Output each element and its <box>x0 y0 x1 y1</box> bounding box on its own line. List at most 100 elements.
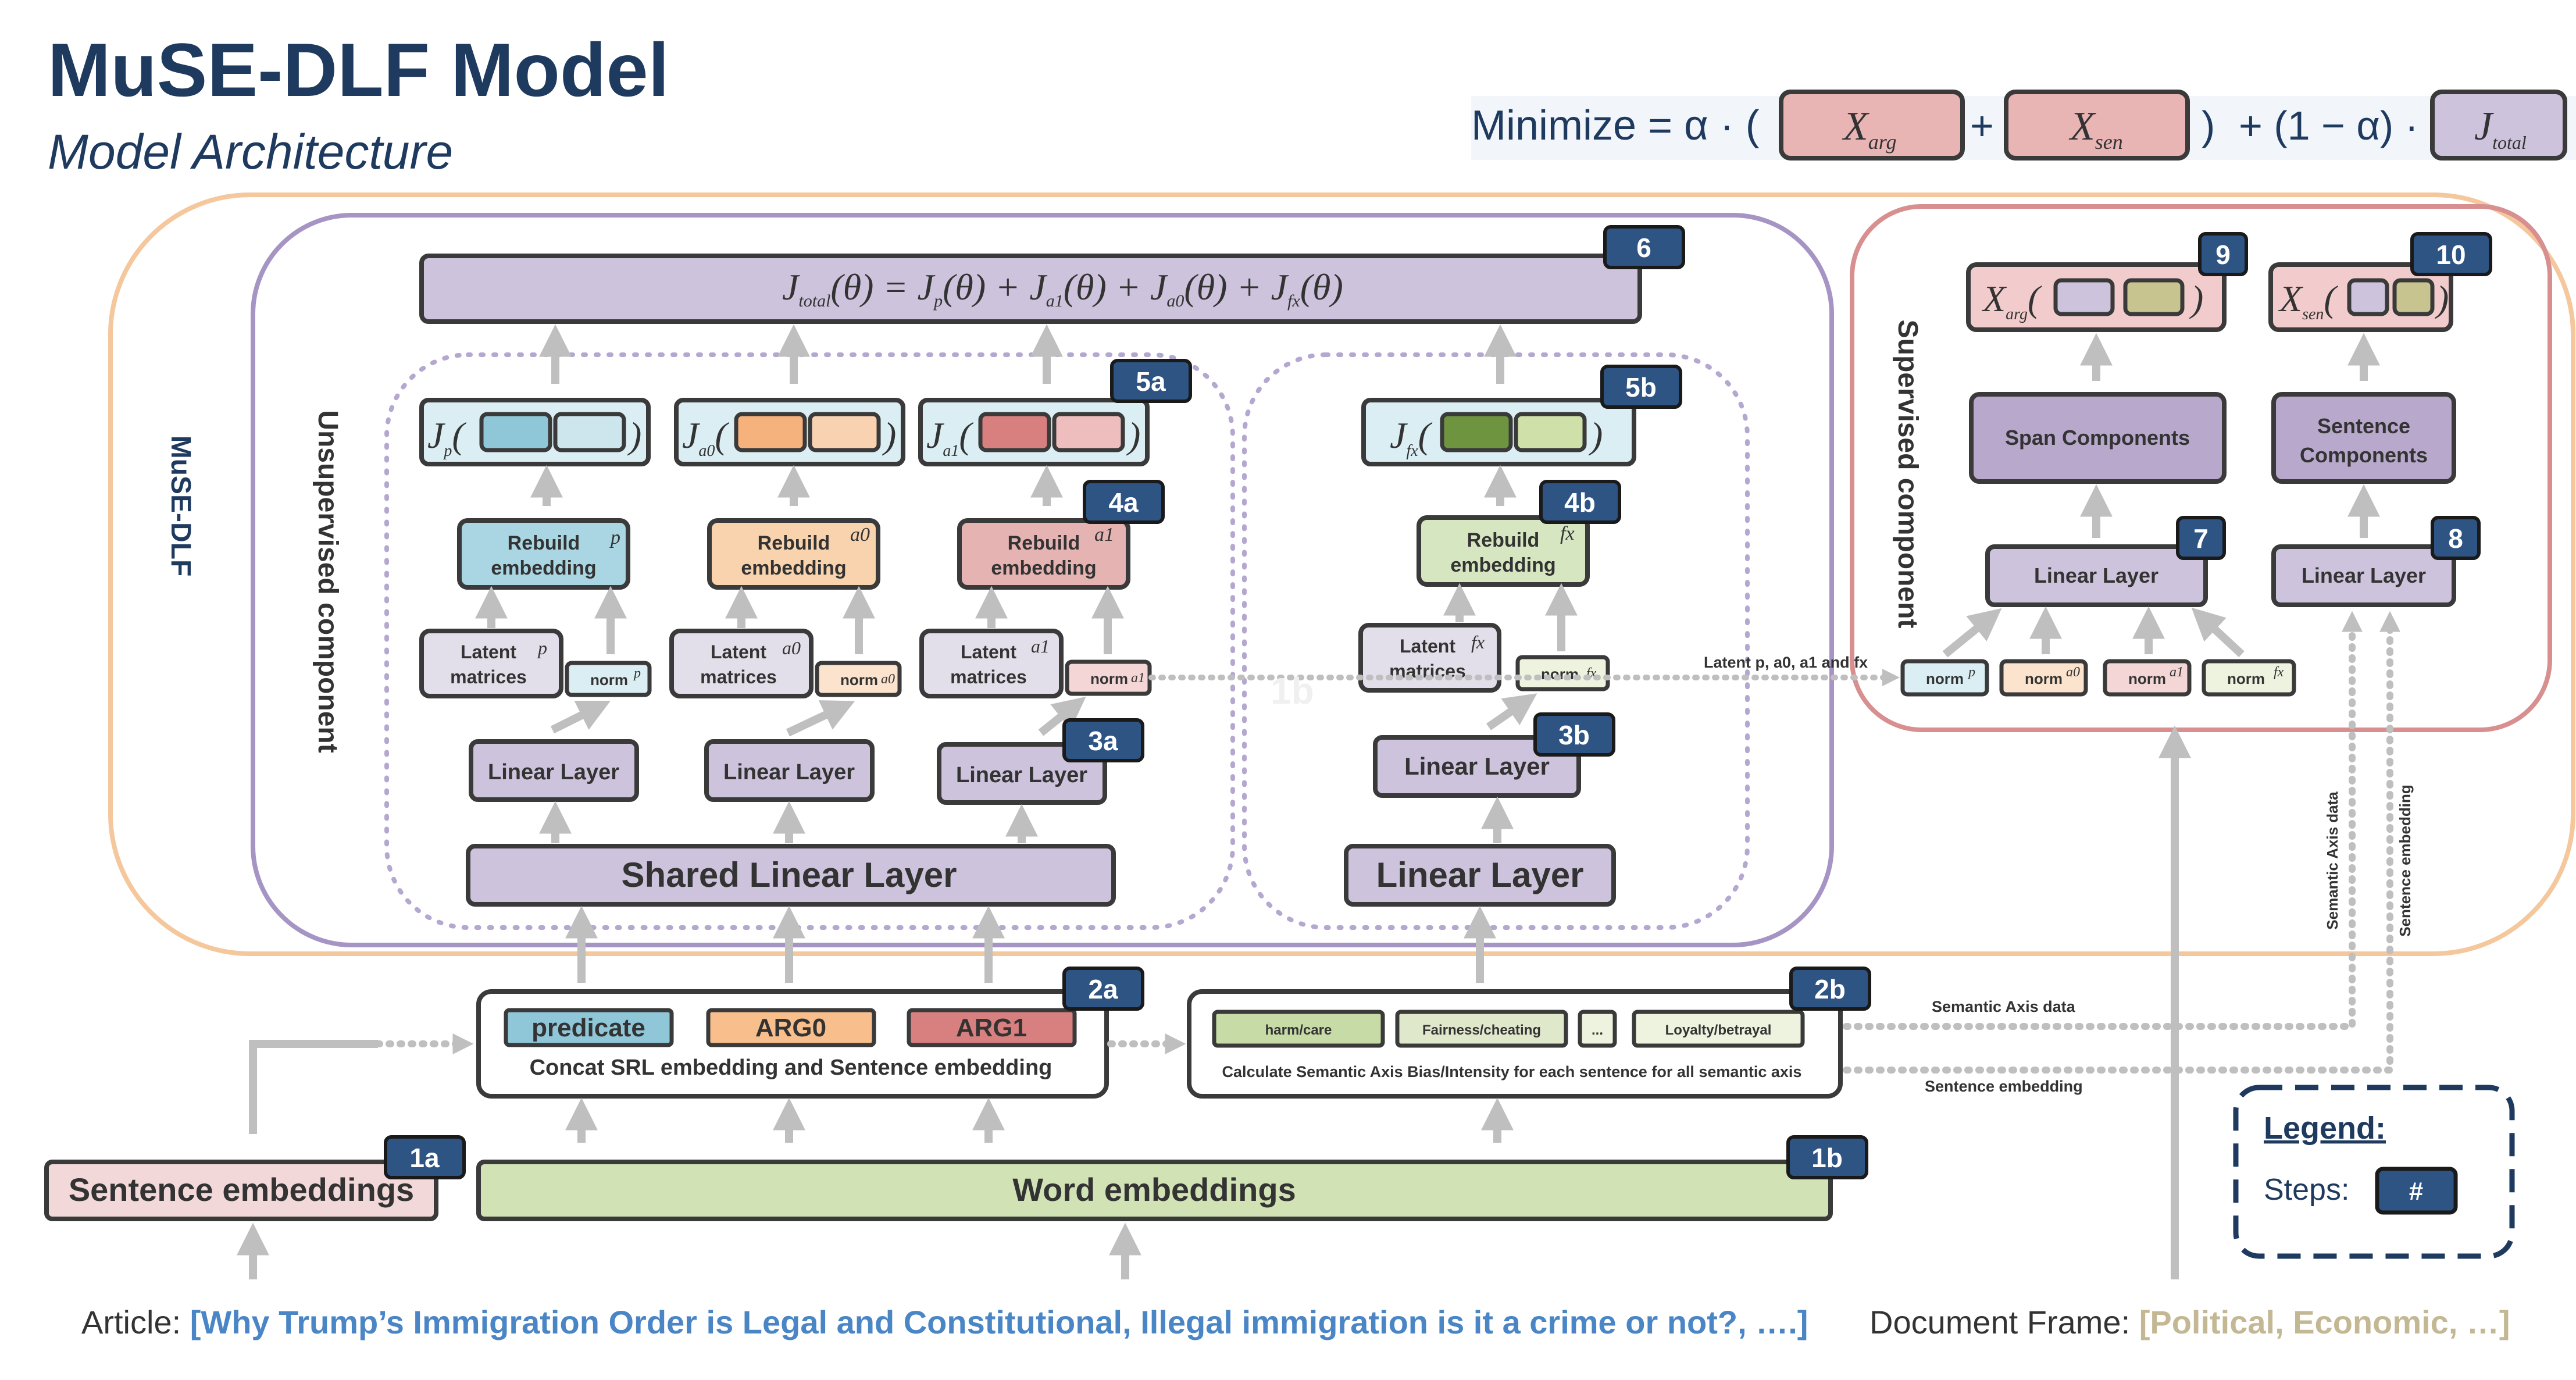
svg-text:Jfx(: Jfx( <box>1390 415 1433 460</box>
objective-j-total: Jtotal <box>2474 104 2527 153</box>
svg-text:1b: 1b <box>1811 1143 1843 1173</box>
svg-text:a0: a0 <box>850 524 870 545</box>
svg-text:p: p <box>633 666 641 681</box>
svg-text:3a: 3a <box>1088 726 1118 756</box>
document-frame-line: Document Frame: [Political, Economic, …] <box>1869 1304 2510 1340</box>
total-loss-box <box>419 254 1642 324</box>
svg-text:norm: norm <box>1926 670 1964 687</box>
svg-text:): ) <box>1126 415 1140 456</box>
sentence-embeddings-box: Sentence embeddings <box>44 1160 438 1221</box>
svg-text:a0: a0 <box>881 672 895 687</box>
latent-matrices-p: Latent matrices p <box>419 629 563 698</box>
svg-text:Word embeddings: Word embeddings <box>1012 1171 1296 1208</box>
norm-a0: norm a0 <box>815 661 902 697</box>
muse-dlf-label: MuSE-DLF <box>165 436 196 577</box>
svg-text:p: p <box>609 527 620 548</box>
svg-text:Span Components: Span Components <box>2005 426 2190 450</box>
svg-text:a0: a0 <box>2066 665 2080 680</box>
svg-text:a0: a0 <box>782 637 801 658</box>
svg-text:Ja1(: Ja1( <box>926 415 973 460</box>
harm-care-chip <box>1212 1010 1385 1048</box>
step-badge-10: 10 <box>2410 232 2492 276</box>
svg-text:5b: 5b <box>1625 372 1657 402</box>
svg-text:1a: 1a <box>409 1143 440 1173</box>
svg-text:Ja0(: Ja0( <box>682 415 729 460</box>
sup-norm-p: norm p <box>1900 659 1989 697</box>
svg-text:): ) <box>882 415 896 456</box>
latent-arrow-label: Latent p, a0, a1 and fx <box>1704 654 1868 671</box>
svg-text:Linear Layer: Linear Layer <box>1404 753 1550 780</box>
legend-step-badge <box>2375 1167 2458 1215</box>
semantic-axis-data-label: Semantic Axis data <box>1932 998 2076 1015</box>
sentence-emb-to-srl-arrow <box>249 1040 378 1134</box>
objective-x-sen: Xsen <box>2068 104 2123 154</box>
svg-text:...: ... <box>1592 1022 1603 1038</box>
svg-text:norm: norm <box>2025 670 2063 687</box>
step-badge-5a: 5a <box>1110 359 1192 403</box>
unsupervised-container <box>251 213 1834 947</box>
svg-text:Latent: Latent <box>1400 636 1455 657</box>
svg-text:Rebuild: Rebuild <box>508 532 580 554</box>
svg-text:5a: 5a <box>1136 366 1166 397</box>
latent-matrices-a0: Latent matrices a0 <box>669 629 814 698</box>
svg-text:a1: a1 <box>2170 665 2183 680</box>
svg-text:Linear Layer: Linear Layer <box>723 760 855 785</box>
linear-layer-7: Linear Layer <box>1985 544 2208 607</box>
svg-text:ARG1: ARG1 <box>956 1014 1027 1042</box>
svg-text:2b: 2b <box>1814 974 1846 1004</box>
objective-plus: + <box>1970 103 1994 148</box>
srl-concat-box: predicate ARG0 ARG1 Concat SRL embedding… <box>476 989 1109 1099</box>
svg-text:4a: 4a <box>1108 487 1139 518</box>
svg-text:Components: Components <box>2300 443 2428 467</box>
step-badge-4a: 4a <box>1083 480 1165 524</box>
step-badge-1b: 1b <box>1786 1135 1868 1179</box>
fairness-chip <box>1395 1010 1568 1048</box>
step-badge-3b: 3b <box>1533 712 1615 757</box>
svg-text:Latent: Latent <box>461 641 516 662</box>
span-components: Span Components <box>1969 392 2227 484</box>
arrows-embedding-to-shared <box>565 905 1496 983</box>
svg-text:Calculate Semantic Axis Bias/I: Calculate Semantic Axis Bias/Intensity f… <box>1222 1063 1802 1081</box>
legend-title: Legend: <box>2264 1111 2386 1146</box>
ellipsis-chip <box>1578 1010 1617 1048</box>
svg-text:10: 10 <box>2436 240 2466 270</box>
step-badge-5b: 5b <box>1600 365 1682 409</box>
objective-x-arg: Xarg <box>1842 104 1896 154</box>
unsupervised-label: Unsupervised component <box>312 410 343 753</box>
norm-a1: norm a1 <box>1065 659 1152 696</box>
svg-text:norm: norm <box>590 671 628 689</box>
page-title: MuSE-DLF Model <box>48 27 669 112</box>
svg-text:Loyalty/betrayal: Loyalty/betrayal <box>1665 1022 1772 1038</box>
objective-rest: + (1 − α) · <box>2239 103 2418 148</box>
word-embeddings-box: Word embeddings <box>476 1160 1833 1221</box>
svg-text:Latent: Latent <box>961 641 1016 662</box>
svg-text:predicate: predicate <box>531 1014 645 1042</box>
svg-text:Xarg(: Xarg( <box>1981 278 2042 323</box>
arrows-latent-to-rebuild <box>475 583 1578 654</box>
linear-layer-a1: Linear Layer <box>937 742 1107 805</box>
linear-layer-8: Linear Layer <box>2271 544 2456 607</box>
latent-matrices-a1: Latent matrices a1 <box>919 629 1064 698</box>
svg-text:): ) <box>2189 278 2203 319</box>
norm-fx: norm fx <box>1515 655 1610 691</box>
arrows-components-to-outputs <box>2080 333 2380 381</box>
arg0-chip <box>706 1008 876 1047</box>
objective-minimize: Minimize = α · ( <box>1471 102 1760 149</box>
svg-text:norm: norm <box>840 671 878 689</box>
arrows-linear-to-latent <box>550 693 1537 737</box>
loss-head-jp: Jp( ) <box>419 398 651 466</box>
loss-head-jfx: Jfx( ) <box>1361 398 1636 466</box>
objective-close-paren: ) <box>2202 103 2215 148</box>
sup-norm-a1: norm a1 <box>2103 659 2192 697</box>
norm-p: norm p <box>565 661 652 697</box>
rebuild-embedding-a0: Rebuild embedding a0 <box>707 518 880 590</box>
arrows-linear-to-components <box>2080 484 2380 538</box>
article-line: Article: [Why Trump’s Immigration Order … <box>81 1304 1808 1340</box>
page-subtitle: Model Architecture <box>48 124 453 179</box>
svg-text:Jp(: Jp( <box>427 415 466 460</box>
svg-text:6: 6 <box>1636 233 1651 263</box>
sup-norm-a0: norm a0 <box>1999 659 2088 697</box>
supervised-label: Supervised component <box>1892 320 1923 629</box>
svg-text:Concat SRL embedding and Sente: Concat SRL embedding and Sentence embedd… <box>530 1055 1052 1080</box>
